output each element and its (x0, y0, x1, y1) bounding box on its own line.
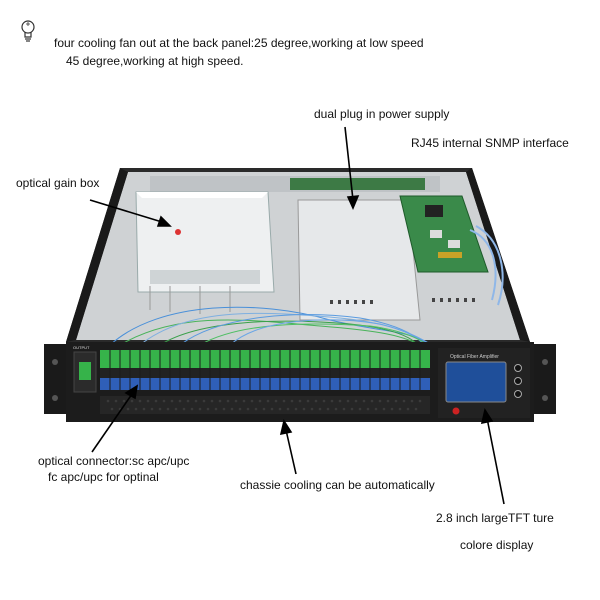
panel-button (514, 364, 522, 372)
tft-display (445, 361, 507, 403)
callout-dual-plug: dual plug in power supply (314, 107, 450, 121)
lightbulb-icon (21, 20, 35, 42)
panel-button (514, 390, 522, 398)
callout-display-line1: 2.8 inch largeTFT ture (436, 511, 554, 525)
callout-rj45: RJ45 internal SNMP interface (411, 136, 569, 150)
front-panel: Optical Fiber Amplifier OUTPUT (66, 342, 534, 422)
callout-display-line2: colore display (460, 538, 534, 552)
snmp-board (399, 195, 504, 306)
fan-note-line2: 45 degree,working at high speed. (66, 54, 244, 68)
callout-chassis-cooling: chassie cooling can be automatically (240, 478, 435, 492)
fan-note-line1: four cooling fan out at the back panel:2… (54, 36, 424, 50)
power-supply-module (297, 199, 475, 321)
panel-button (514, 377, 522, 385)
callout-connector-line1: optical connector:sc apc/upc (38, 454, 190, 468)
output-label: OUTPUT (73, 345, 90, 350)
optical-gain-box (135, 191, 275, 314)
vent-grille (100, 396, 430, 414)
laser-warning-icon (452, 407, 460, 415)
connector-rows (100, 350, 430, 390)
callout-connector-line2: fc apc/upc for optinal (48, 470, 159, 484)
callout-arrows (89, 126, 505, 505)
panel-title: Optical Fiber Amplifier (450, 354, 499, 360)
fiber-bundle (109, 306, 433, 346)
callout-optical-gain-box: optical gain box (16, 176, 100, 190)
